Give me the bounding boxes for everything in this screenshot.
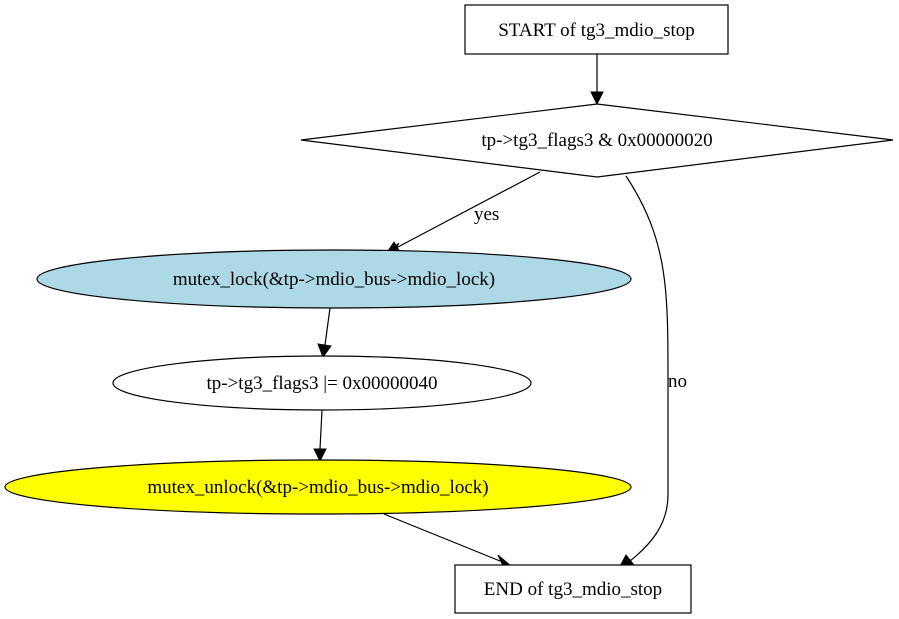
arrowhead-start-to-decision bbox=[590, 91, 604, 106]
node-end-box bbox=[454, 564, 692, 614]
node-unlock-label: mutex_unlock(&tp->mdio_bus->mdio_lock) bbox=[147, 477, 488, 498]
node-set-flag-ellipse bbox=[112, 355, 532, 411]
node-end: END of tg3_mdio_stop bbox=[454, 564, 692, 614]
edge-setflag-to-unlock bbox=[319, 409, 323, 450]
node-end-label: END of tg3_mdio_stop bbox=[484, 579, 662, 600]
arrowhead-setflag-to-unlock bbox=[313, 448, 327, 463]
edge-lock-to-setflag bbox=[324, 307, 331, 346]
node-unlock: mutex_unlock(&tp->mdio_bus->mdio_lock) bbox=[4, 459, 632, 515]
node-lock: mutex_lock(&tp->mdio_bus->mdio_lock) bbox=[36, 249, 632, 309]
edge-decision-to-lock bbox=[395, 171, 541, 249]
node-start-box bbox=[464, 4, 729, 55]
node-set-flag: tp->tg3_flags3 |= 0x00000040 bbox=[112, 355, 532, 411]
node-unlock-ellipse bbox=[4, 459, 632, 515]
edge-decision-to-end bbox=[625, 175, 669, 562]
node-set-flag-label: tp->tg3_flags3 |= 0x00000040 bbox=[206, 373, 437, 394]
node-start-label: START of tg3_mdio_stop bbox=[498, 20, 695, 41]
edge-unlock-to-end bbox=[383, 513, 501, 562]
node-lock-label: mutex_lock(&tp->mdio_bus->mdio_lock) bbox=[173, 269, 495, 290]
node-lock-ellipse bbox=[36, 249, 632, 309]
arrowhead-lock-to-setflag bbox=[317, 343, 332, 359]
edge-label-no: no bbox=[668, 371, 687, 392]
node-decision-diamond bbox=[300, 103, 894, 178]
node-decision: tp->tg3_flags3 & 0x00000020 bbox=[300, 103, 894, 178]
edges bbox=[313, 54, 669, 569]
node-start: START of tg3_mdio_stop bbox=[464, 4, 729, 55]
edge-label-yes: yes bbox=[474, 204, 499, 225]
node-decision-label: tp->tg3_flags3 & 0x00000020 bbox=[481, 130, 712, 151]
